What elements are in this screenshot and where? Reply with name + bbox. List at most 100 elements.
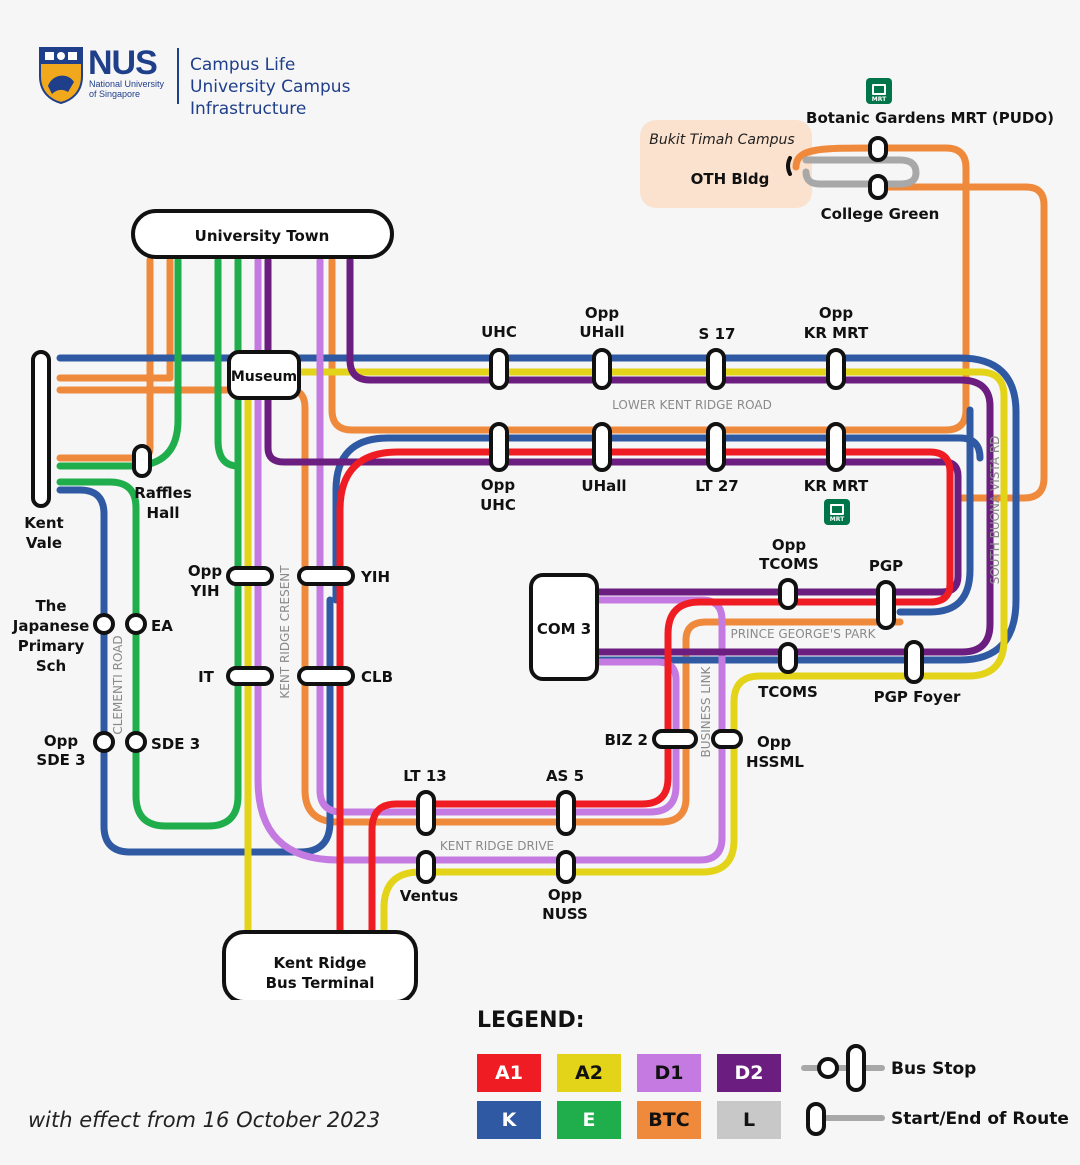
mrt-icon-kr: MRT: [824, 499, 850, 525]
stop-lt13[interactable]: [416, 790, 436, 836]
label-clb: CLB: [361, 668, 393, 686]
stop-opp-yih[interactable]: [226, 566, 274, 586]
stop-opp-hssml[interactable]: [711, 729, 743, 749]
nus-crest-icon: [39, 47, 83, 104]
route-d2-line: [264, 256, 994, 656]
svg-text:MRT: MRT: [872, 96, 887, 103]
university-town-label: University Town: [195, 227, 330, 245]
stop-opp-kr-mrt[interactable]: [826, 348, 846, 390]
legend-start-end: Start/End of Route: [891, 1109, 1069, 1129]
label-pgp-foyer: PGP Foyer: [874, 688, 961, 706]
legend-e: E: [557, 1101, 621, 1139]
label-opp-kr-mrt-1: Opp: [819, 304, 853, 322]
stop-clb[interactable]: [297, 666, 355, 686]
label-ventus: Ventus: [400, 887, 458, 905]
label-college-green: College Green: [821, 205, 940, 223]
label-sde3: SDE 3: [151, 735, 200, 753]
label-opp-hssml-1: Opp: [757, 733, 791, 751]
label-yih: YIH: [360, 568, 390, 586]
label-opp-tcoms-1: Opp: [772, 536, 806, 554]
stop-opp-uhall[interactable]: [592, 348, 612, 390]
stop-uhc[interactable]: [489, 348, 509, 390]
road-south-buona-vista: SOUTH BUONA VISTA RD: [988, 436, 1002, 585]
legend-btc: BTC: [637, 1101, 701, 1139]
road-kent-ridge-drive: KENT RIDGE DRIVE: [440, 839, 554, 853]
start-end-symbol-icon: [806, 1102, 826, 1136]
divider: [177, 48, 179, 104]
label-japanese-2: Japanese: [12, 617, 90, 635]
stop-s17[interactable]: [706, 348, 726, 390]
stop-japanese-sch[interactable]: [93, 613, 115, 635]
stop-it[interactable]: [226, 666, 274, 686]
label-raffles-2: Hall: [147, 504, 180, 522]
label-opp-nuss-2: NUSS: [542, 905, 588, 923]
road-business-link: BUSINESS LINK: [699, 665, 713, 757]
brand-name: NUS: [88, 44, 158, 82]
museum-hub[interactable]: [227, 350, 301, 400]
label-japanese-1: The: [35, 597, 66, 615]
label-lt13: LT 13: [403, 767, 446, 785]
kent-vale-hub[interactable]: [31, 350, 51, 508]
legend-l: L: [717, 1101, 781, 1139]
stop-sde3[interactable]: [125, 731, 147, 753]
stop-botanic-mrt[interactable]: [868, 136, 888, 162]
stop-oth-terminal[interactable]: [786, 156, 792, 176]
com3-hub[interactable]: [529, 573, 599, 681]
route-map: University Town Museum COM 3 Kent Ridge …: [12, 78, 1054, 1000]
legend-d2: D2: [717, 1054, 781, 1092]
university-town-hub[interactable]: [131, 209, 394, 259]
road-clementi: CLEMENTI ROAD: [111, 635, 125, 734]
label-raffles-1: Raffles: [134, 484, 192, 502]
stop-as5[interactable]: [556, 790, 576, 836]
mrt-icon-botanic: MRT: [866, 78, 892, 104]
road-prince-georges: PRINCE GEORGE'S PARK: [730, 627, 876, 641]
com3-label: COM 3: [537, 620, 591, 638]
stop-kr-mrt[interactable]: [826, 422, 846, 472]
stop-opp-sde3[interactable]: [93, 731, 115, 753]
kent-ridge-terminal-hub[interactable]: [222, 930, 418, 1000]
label-as5: AS 5: [546, 767, 584, 785]
oth-bldg-label: OTH Bldg: [691, 170, 770, 188]
label-japanese-3: Primary: [18, 637, 85, 655]
stop-yih[interactable]: [297, 566, 355, 586]
legend-a1: A1: [477, 1054, 541, 1092]
stop-college-green[interactable]: [868, 174, 888, 200]
stop-pgp[interactable]: [876, 580, 896, 630]
bukit-timah-label: Bukit Timah Campus: [649, 132, 794, 148]
bus-stop-pill-icon: [846, 1044, 866, 1092]
svg-text:MRT: MRT: [830, 516, 845, 523]
stop-pgp-foyer[interactable]: [904, 640, 924, 684]
kent-ridge-terminal-label-1: Kent Ridge: [274, 954, 367, 972]
legend-k: K: [477, 1101, 541, 1139]
kent-ridge-terminal-label-2: Bus Terminal: [266, 974, 375, 992]
label-biz2: BIZ 2: [604, 731, 648, 749]
stop-raffles-hall[interactable]: [132, 444, 152, 478]
stop-biz2[interactable]: [652, 729, 698, 749]
stop-opp-uhc[interactable]: [489, 422, 509, 472]
legend-d1: D1: [637, 1054, 701, 1092]
label-it: IT: [198, 668, 215, 686]
stop-lt27[interactable]: [706, 422, 726, 472]
label-ea: EA: [151, 617, 173, 635]
label-opp-sde3-1: Opp: [44, 732, 78, 750]
route-l-line: [802, 156, 920, 188]
road-lower-kent-ridge: LOWER KENT RIDGE ROAD: [612, 398, 772, 412]
label-opp-kr-mrt-2: KR MRT: [804, 324, 869, 342]
legend-a2: A2: [557, 1054, 621, 1092]
stop-tcoms[interactable]: [778, 642, 798, 674]
stop-ventus[interactable]: [416, 850, 436, 884]
label-opp-uhc-2: UHC: [480, 496, 516, 514]
legend-symbols: [801, 1044, 885, 1136]
label-opp-hssml-2: HSSML: [746, 753, 804, 771]
label-pgp: PGP: [869, 557, 903, 575]
stop-uhall[interactable]: [592, 422, 612, 472]
stop-ea[interactable]: [125, 613, 147, 635]
label-tcoms: TCOMS: [758, 683, 818, 701]
label-opp-sde3-2: SDE 3: [36, 751, 85, 769]
stop-opp-nuss[interactable]: [556, 850, 576, 884]
road-kent-ridge-crescent: KENT RIDGE CRESENT: [278, 565, 292, 699]
stop-opp-tcoms[interactable]: [778, 578, 798, 610]
